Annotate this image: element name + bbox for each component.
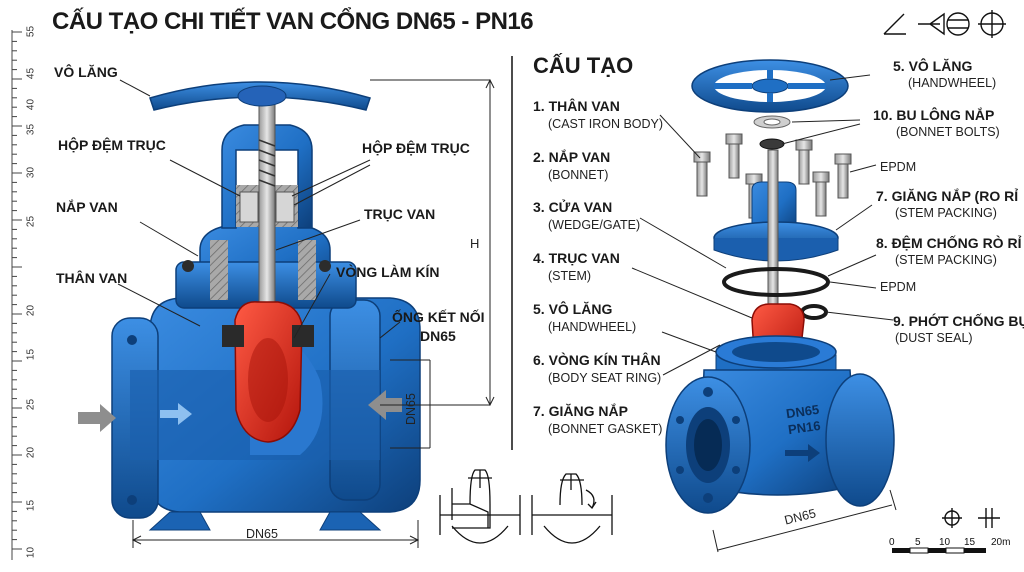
position-circle-symbol: [942, 508, 962, 528]
ruler-label: 35: [25, 123, 37, 136]
label-handwheel: VÔ LĂNG: [54, 64, 118, 80]
dimension-dn-bottom: DN65: [246, 527, 278, 541]
list-item-sub: (STEM PACKING): [895, 253, 997, 267]
list-item-sub: (HANDWHEEL): [548, 320, 637, 334]
ruler-label: 10: [25, 546, 37, 559]
list-item-sub: (STEM): [548, 269, 592, 283]
scale-label: 15: [964, 537, 976, 548]
list-item-title: 4. TRỤC VAN: [533, 250, 620, 266]
scale-label: 20m: [991, 537, 1011, 548]
list-item-title: 5. VÔ LĂNG: [533, 301, 613, 317]
list-item-sub: (BONNET BOLTS): [896, 125, 1000, 139]
scale-bar: [892, 547, 986, 554]
ruler-label: 25: [25, 215, 37, 228]
label-pipe-size: DN65: [420, 328, 456, 344]
dimension-h: H: [470, 236, 480, 251]
position-symbol: [978, 10, 1006, 38]
schematic-closed: [439, 469, 521, 544]
list-item-title: 5. VÔ LĂNG: [893, 58, 973, 74]
dimension-dn-vertical: DN65: [404, 393, 418, 425]
cutaway-valve: [78, 81, 421, 531]
label-stem: TRỤC VAN: [364, 206, 436, 222]
list-item-title: 8. ĐỆM CHỐNG RÒ RỈ: [876, 235, 1022, 251]
list-item-sub: (BONNET): [548, 168, 609, 182]
list-item-sub: (STEM PACKING): [895, 206, 997, 220]
label-pipe-connection: ỐNG KẾT NỐI: [392, 309, 485, 325]
ruler-label: 20: [25, 304, 37, 317]
list-item-title: 10. BU LÔNG NẮP: [873, 107, 995, 123]
schematic-open: [531, 473, 613, 544]
scale-label: 5: [915, 537, 921, 548]
leader-lines-left: [117, 79, 401, 339]
list-item-title: 3. CỬA VAN: [533, 199, 613, 215]
ruler-label: 15: [25, 348, 37, 361]
symmetry-symbol: [946, 12, 970, 36]
dimension-lines: [131, 78, 495, 548]
label-seal-ring: VÒNG LÀM KÍN: [336, 264, 440, 280]
flatness-symbol: [883, 13, 906, 35]
ruler-label: 25: [25, 398, 37, 411]
label-bonnet: NẮP VAN: [56, 199, 118, 215]
angularity-symbol: [918, 12, 945, 36]
list-item-sub: (WEDGE/GATE): [548, 218, 641, 232]
gd-and-t-symbols: [883, 10, 1006, 528]
list-item-title: EPDM: [880, 160, 917, 174]
label-stuffing-box-left: HỘP ĐỆM TRỤC: [58, 137, 166, 153]
list-item-title: 2. NẮP VAN: [533, 149, 611, 165]
list-item-sub: (DUST SEAL): [895, 331, 973, 345]
ruler-label: 55: [25, 25, 37, 38]
ruler-label: 15: [25, 499, 37, 512]
list-item-sub: (BODY SEAT RING): [548, 371, 662, 385]
section-header: CẤU TẠO: [533, 53, 634, 78]
list-item-title: 9. PHỚT CHỐNG BỤI: [893, 313, 1024, 329]
ruler-label: 40: [25, 98, 37, 111]
label-body: THÂN VAN: [56, 270, 128, 286]
list-item-title: 7. GIĂNG NẮP: [533, 403, 628, 419]
list-item-title: 1. THÂN VAN: [533, 98, 620, 114]
exploded-valve: [665, 59, 895, 514]
label-stuffing-box-right: HỘP ĐỆM TRỤC: [362, 140, 470, 156]
ruler-label: 45: [25, 67, 37, 80]
list-item-sub: (HANDWHEEL): [908, 76, 997, 90]
parallel-symbol: [978, 508, 1000, 528]
scale-label: 0: [889, 537, 895, 548]
list-item-sub: (BONNET GASKET): [548, 422, 663, 436]
list-item-title: 7. GIĂNG NẮP (RO RỈ: [876, 188, 1019, 204]
list-item-title: EPDM: [880, 280, 917, 294]
ruler-label: 20: [25, 446, 37, 459]
page-title: CẤU TẠO CHI TIẾT VAN CỔNG DN65 - PN16: [52, 8, 534, 35]
ruler-label: 30: [25, 166, 37, 179]
list-item-sub: (CAST IRON BODY): [548, 117, 664, 131]
list-item-title: 6. VÒNG KÍN THÂN: [533, 352, 661, 368]
scale-label: 10: [939, 537, 951, 548]
leader-lines-right: [631, 74, 897, 553]
